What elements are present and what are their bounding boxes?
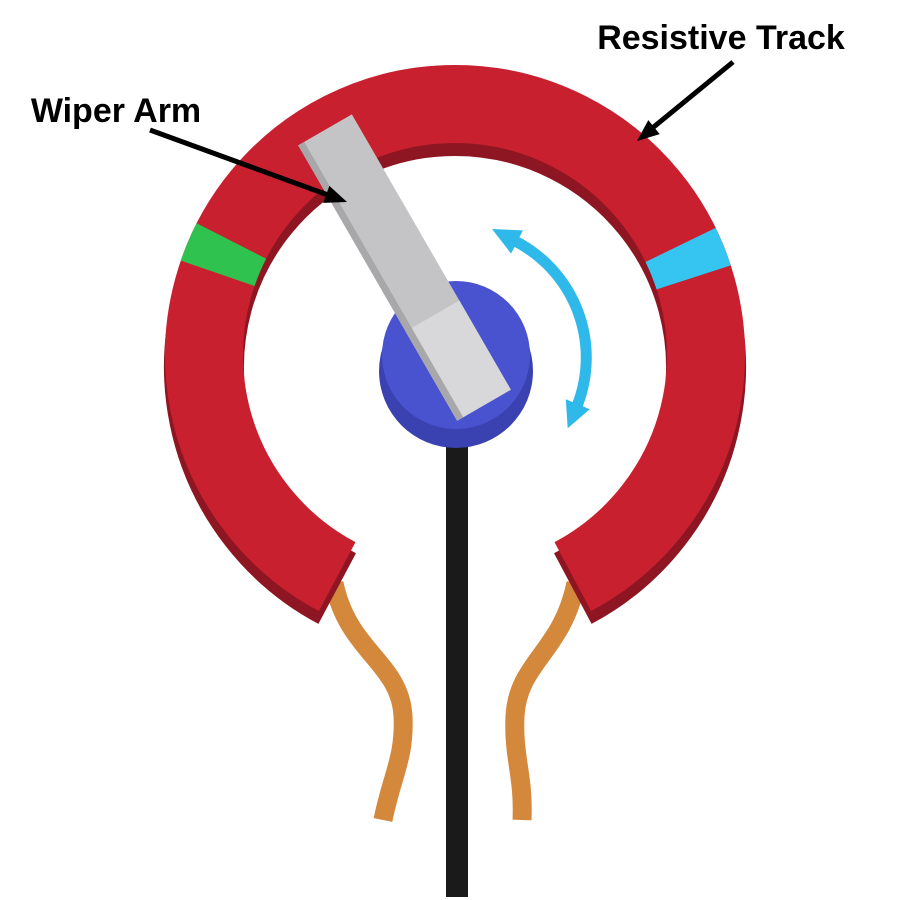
wiper-arm-pointer-line	[149, 127, 329, 198]
wiper-arm-pointer-arrow	[149, 127, 347, 203]
resistive-track-label: Resistive Track	[597, 19, 845, 57]
rotation-arrow-curve	[510, 235, 592, 409]
resistive-track-arc	[165, 65, 745, 611]
resistive-track-pointer-line	[648, 60, 735, 132]
green-band-segment	[180, 223, 267, 287]
rotation-arrow-icon	[492, 229, 592, 429]
rotation-arrow-head-top	[492, 229, 523, 254]
resistive-track-pointer-head	[637, 120, 660, 141]
shaft	[446, 400, 468, 897]
right-wire-lead	[505, 580, 586, 821]
left-wire-lead	[324, 580, 413, 822]
wiper-arm-pointer-head	[323, 185, 347, 203]
rotation-arrow-head-bottom	[565, 399, 590, 429]
wiper-arm-label: Wiper Arm	[31, 92, 201, 130]
resistive-track-pointer-arrow	[637, 60, 735, 141]
wiper-arm	[298, 114, 511, 421]
wiper-arm-lower-face	[405, 300, 511, 421]
cyan-band-segment	[645, 227, 731, 291]
wiper-arm-edge-shadow	[298, 141, 464, 421]
